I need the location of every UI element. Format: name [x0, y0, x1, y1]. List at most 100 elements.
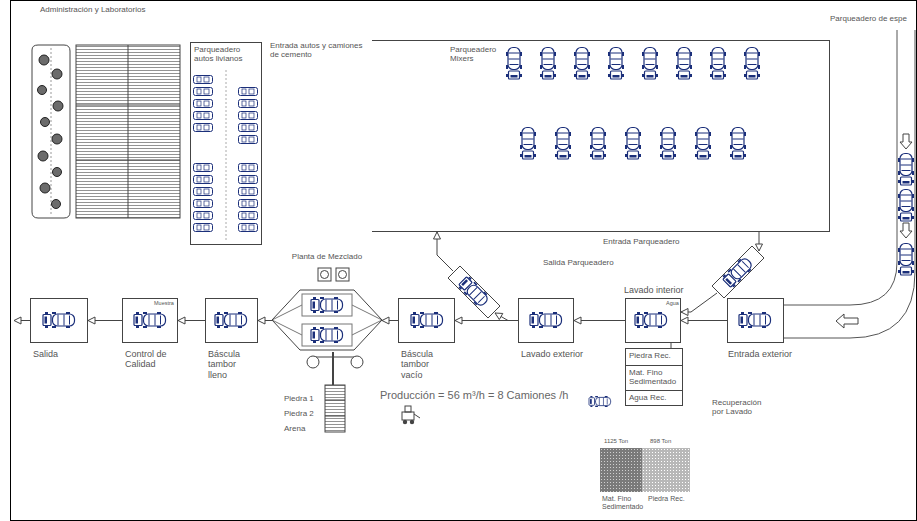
storage-box: Piedra Rec. [625, 348, 683, 366]
text-holder: Planta de Mezclado [272, 252, 382, 261]
plant-equipment [272, 268, 382, 432]
plant-equipment [302, 294, 352, 316]
parking-area: Parqueadero autos livianos [190, 42, 262, 245]
light-cars [194, 164, 213, 172]
light-cars [194, 224, 213, 232]
line-trucks [43, 312, 75, 328]
building-illustration [128, 45, 129, 218]
light-cars [239, 100, 258, 108]
parked-mixers [506, 48, 522, 80]
production-note: Producción = 56 m³/h = 8 Camiones /h [380, 389, 568, 402]
loader-icon [403, 420, 407, 424]
connector-line [574, 320, 625, 321]
plant-equipment [351, 356, 363, 368]
line-trucks [134, 312, 166, 328]
arrow-head [178, 317, 185, 324]
plant-equipment [339, 271, 347, 279]
building-illustration [41, 118, 50, 127]
station-box: Salida [30, 298, 88, 343]
building-illustration [38, 86, 47, 95]
text-holder: Parqueadero de espe [830, 14, 907, 23]
storage-label: Mat. Fino Sedimentado [629, 368, 681, 386]
line-trucks [635, 312, 667, 328]
building-illustration [76, 105, 180, 106]
text-holder: Báscula tambor lleno [208, 349, 250, 380]
tag-label: Agua [666, 300, 679, 306]
area-label: Parqueadero autos livianos [194, 45, 260, 63]
flow-connector [434, 232, 454, 271]
text-holder: Salida Parqueadero [543, 258, 614, 267]
text-holder: Báscula tambor vacío [401, 349, 443, 380]
loader-icon [402, 406, 420, 424]
text-holder: Parqueadero Mixers [450, 45, 504, 63]
building-illustration [51, 48, 52, 215]
text-holder: Agua Rec. [629, 393, 681, 402]
page-frame [11, 1, 917, 521]
arrow-head [258, 317, 265, 324]
text-holder: Piedra 2 [284, 409, 314, 418]
parked-mixers [574, 48, 590, 80]
exit-gate: Salida Parqueadero [448, 266, 500, 318]
plant-equipment [325, 385, 345, 432]
station-label: Entrada exterior [728, 349, 792, 359]
plant-equipment [336, 268, 349, 281]
storage-box: Mat. Fino Sedimentado [625, 365, 683, 391]
access-label: Entrada autos y camiones de cemento [270, 41, 370, 59]
material-label: Arena [284, 424, 305, 433]
line-trucks [43, 255, 771, 328]
light-cars [194, 200, 213, 208]
text-holder: Entrada autos y camiones de cemento [270, 41, 370, 59]
building-illustration [53, 101, 63, 111]
building-illustration [52, 134, 62, 144]
station-label: Control de Calidad [125, 349, 177, 370]
light-cars [239, 124, 258, 132]
tag-label: Muestra [154, 300, 174, 306]
station-box: Báscula tambor lleno [205, 298, 258, 343]
access-road [898, 190, 914, 222]
light-cars [239, 188, 258, 196]
truck-icon [589, 396, 611, 407]
light-cars [239, 200, 258, 208]
plant-equipment [313, 357, 357, 358]
loader-icon [410, 420, 414, 424]
text-holder: Lavado exterior [521, 349, 583, 359]
entry-gate: Entrada Parqueadero [712, 246, 764, 298]
entry-gate-outline [712, 246, 764, 298]
text-holder: Salida [33, 349, 87, 359]
exit-arrow [14, 317, 30, 324]
light-cars [239, 88, 258, 96]
building-illustration [76, 160, 180, 161]
parking-region: Parqueadero Mixers [372, 40, 830, 232]
light-cars [226, 70, 227, 240]
access-road [836, 314, 858, 328]
station-label: Lavado interior [624, 285, 684, 295]
light-cars [239, 136, 258, 144]
gate-label: Entrada Parqueadero [603, 237, 680, 246]
text-holder: Recuperación por Lavado [712, 398, 774, 416]
light-cars [239, 112, 258, 120]
flow-connector [495, 313, 518, 321]
parked-mixers [676, 48, 692, 80]
station-box: Lavado exterior [518, 298, 574, 343]
text-holder: 1125 Ton [604, 438, 628, 445]
parked-mixers [744, 48, 760, 80]
arrow-head [495, 313, 503, 320]
tonnage-label: 1125 Ton [604, 438, 628, 445]
plant-equipment [307, 356, 319, 368]
plant-label: Planta de Mezclado [272, 252, 382, 261]
access-road [900, 134, 912, 149]
flow-connector [258, 317, 272, 324]
storage-label: Agua Rec. [629, 393, 681, 402]
mixing-plant: Planta de Mezclado [272, 252, 382, 352]
arrow-head [574, 317, 581, 324]
parked-mixers [730, 128, 746, 160]
light-cars [194, 124, 213, 132]
text-holder: Administración y Laboratorios [40, 5, 145, 14]
flow-connector [681, 293, 717, 316]
access-road [784, 30, 915, 338]
parked-mixers [590, 128, 606, 160]
light-cars [239, 176, 258, 184]
station-label: Báscula tambor vacío [401, 349, 443, 380]
